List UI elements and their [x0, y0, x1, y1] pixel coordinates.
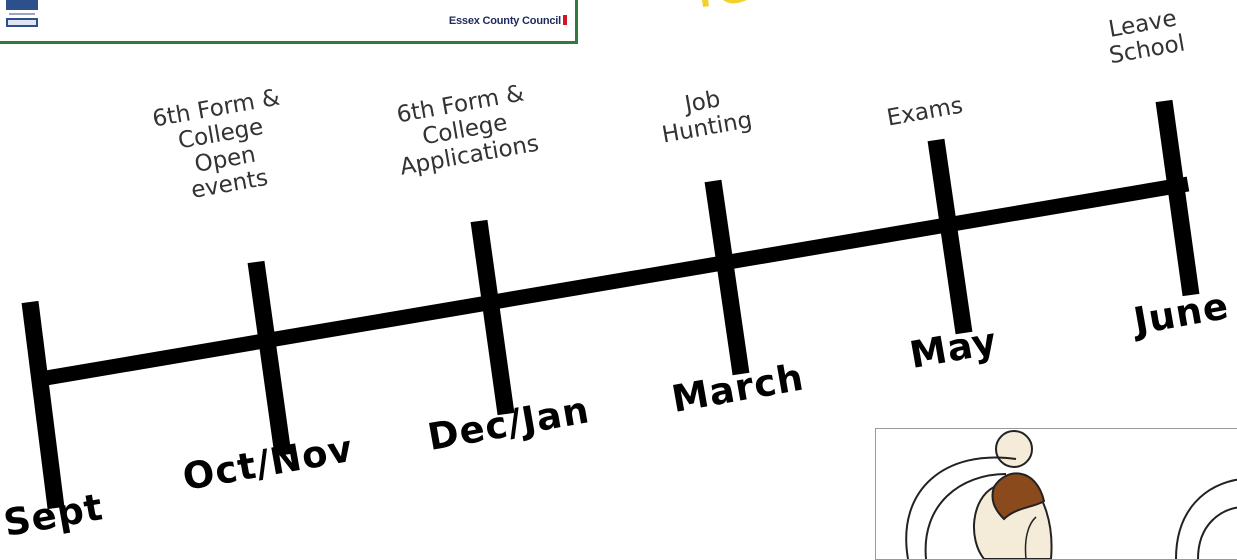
- council-name: Essex County Council: [449, 15, 567, 27]
- school-logo-icon: [6, 0, 38, 27]
- tick-may: [927, 138, 973, 335]
- tick-sept: [21, 300, 65, 510]
- tick-june: [1155, 99, 1200, 297]
- tick-dec-jan: [470, 219, 515, 416]
- tick-oct-nov: [247, 260, 292, 457]
- tick-march: [704, 179, 750, 376]
- students-cartoon-icon: [905, 430, 1237, 559]
- council-mark-icon: [563, 15, 567, 25]
- header-banner: Essex County Council: [0, 0, 578, 44]
- timeline-axis: [44, 176, 1190, 386]
- cartoon-illustration: [875, 428, 1237, 560]
